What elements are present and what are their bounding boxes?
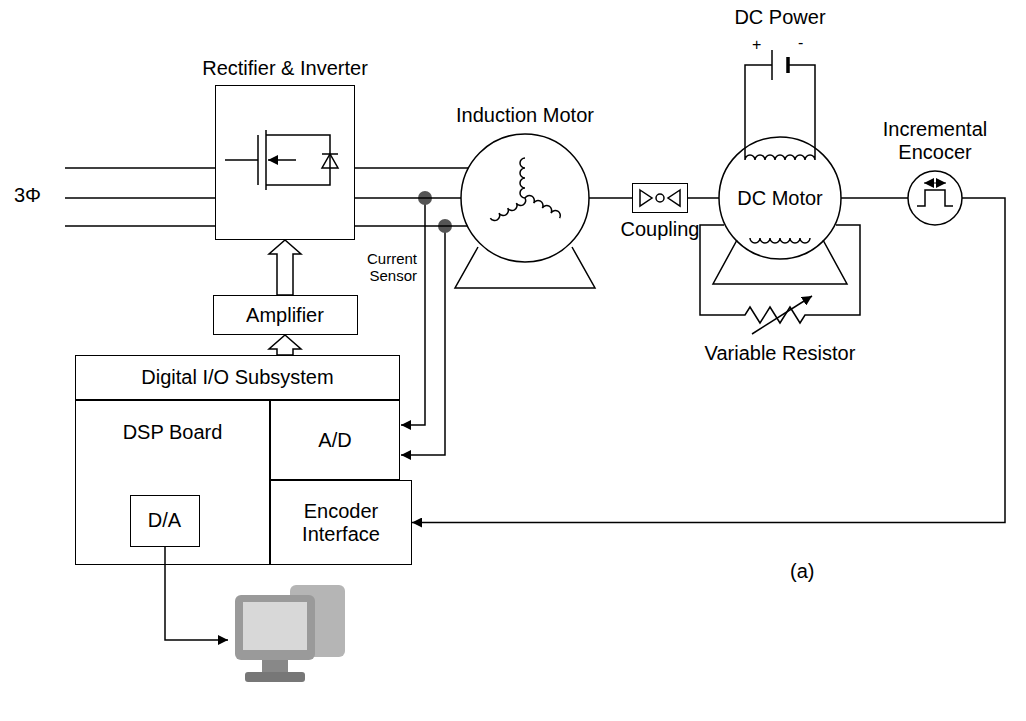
amplifier-box: Amplifier [213,295,358,335]
power-label: DC Power [734,6,825,29]
coupling: Coupling [632,183,688,213]
node-text: Coupling [605,218,715,241]
transistor-symbol [225,130,330,190]
pulse-arrow [924,183,946,184]
circle-outline [907,170,963,226]
ad-converter: A/D [270,400,400,480]
coupling-symbol [640,190,680,206]
node-text: Incremental Encocer [870,118,1000,164]
node-text: A/D [318,429,351,452]
phase-input-wire [65,197,215,199]
connector-wire [412,198,1005,523]
resistor-label: Variable Resistor [705,342,856,365]
sensor-wire [401,198,425,425]
armature-winding [750,238,810,243]
coupling-symbol [656,194,664,202]
connector-wire [355,225,467,227]
node-text: DSP Board [123,421,223,444]
circle-outline [719,137,841,259]
induction-motor: Induction Motor [460,133,590,263]
output-wire [165,547,228,640]
signal-arrow [269,240,301,295]
phase-label: 3Φ [14,184,41,207]
incremental-encoder: Incremental Encocer [907,170,963,226]
connector-wire [355,167,468,169]
motor-base [455,247,595,288]
signal-arrow [269,335,301,355]
circle-outline [908,171,962,225]
node-text: Induction Motor [455,104,595,127]
polarity-sign: + [752,36,761,54]
battery-symbol [771,50,773,80]
node-text: Digital I/O Subsystem [141,366,333,389]
variable-arrow [752,296,812,334]
computer-picture [262,660,288,672]
node-text: Amplifier [246,304,324,327]
resistor-circuit [700,225,860,323]
dc-motor: DC Motor [718,136,842,260]
connector-wire [355,197,461,199]
node-text: DC Motor [737,187,823,210]
stator-winding [520,158,525,198]
da-converter: D/A [130,495,200,547]
connector-wire [688,197,719,199]
encoder-interface: Encoder Interface [270,480,412,565]
sensor-label: Current Sensor [355,250,417,285]
phase-input-wire [65,225,215,227]
motor-base [713,240,847,284]
rectifier-inverter-box: Rectifier & Inverter [215,85,355,240]
figure-label: (a) [790,560,814,583]
battery-symbol [786,57,790,73]
stator-winding [525,194,562,218]
computer-picture [245,672,305,682]
transistor-arrow [268,159,296,161]
node-text: Encoder Interface [271,500,411,546]
computer-picture [235,595,315,660]
phase-input-wire [65,167,215,169]
pulse-symbol [917,190,953,206]
circle-outline [460,133,590,263]
polarity-sign: - [798,34,803,52]
computer-picture [243,602,307,650]
dsp-board: DSP BoardD/A [75,400,270,565]
digital-io-box: Digital I/O Subsystem [75,355,400,400]
connector-wire [841,197,908,199]
node-text: D/A [148,509,181,532]
stator-winding [490,198,527,222]
circle-outline [461,134,589,262]
node-text: Rectifier & Inverter [200,57,370,80]
field-winding [745,65,815,160]
diode-symbol [322,154,338,168]
connector-wire [589,197,632,199]
